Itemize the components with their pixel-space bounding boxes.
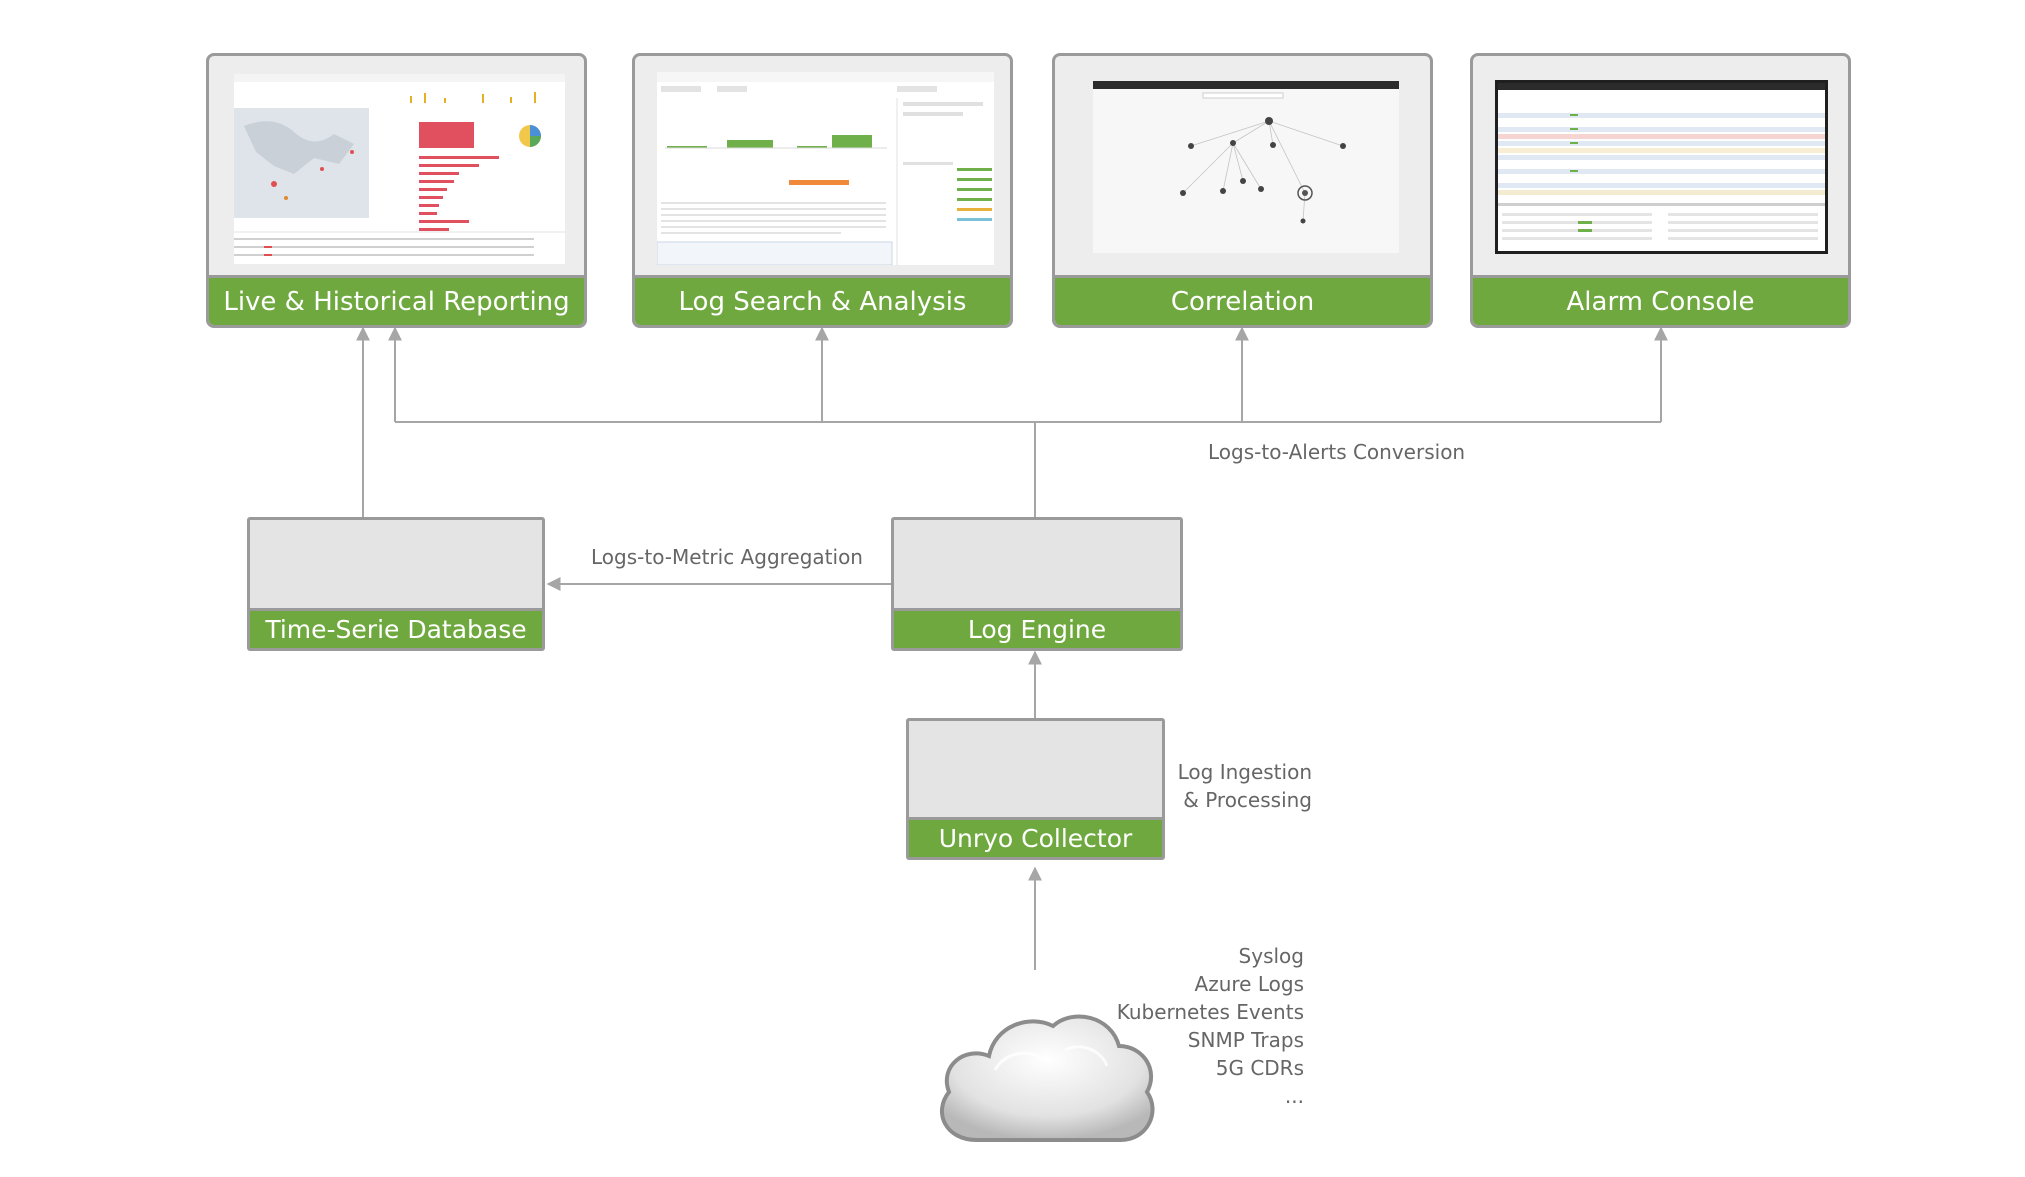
- cloud-icon: [939, 1014, 1155, 1142]
- node-time-serie-database: Time-Serie Database: [247, 517, 545, 651]
- log-engine-label: Log Engine: [894, 608, 1180, 648]
- source-list: Syslog Azure Logs Kubernetes Events SNMP…: [1060, 942, 1304, 1110]
- time-serie-database-label: Time-Serie Database: [250, 608, 542, 648]
- source-item: 5G CDRs: [1215, 1056, 1304, 1080]
- log-ingestion-label: Log Ingestion & Processing: [1150, 758, 1312, 814]
- log-search-screenshot: [657, 72, 994, 265]
- source-item: Azure Logs: [1194, 972, 1304, 996]
- correlation-screenshot: [1093, 81, 1399, 253]
- panel-reporting: Live & Historical Reporting: [206, 53, 587, 328]
- panel-alarm: Alarm Console: [1470, 53, 1851, 328]
- alarm-title: Alarm Console: [1473, 275, 1848, 325]
- log-search-title: Log Search & Analysis: [635, 275, 1010, 325]
- node-log-engine: Log Engine: [891, 517, 1183, 651]
- correlation-title: Correlation: [1055, 275, 1430, 325]
- node-unryo-collector: Unryo Collector: [906, 718, 1165, 860]
- log-ingestion-line-1: Log Ingestion: [1177, 760, 1312, 784]
- unryo-collector-label: Unryo Collector: [909, 817, 1162, 857]
- logs-to-metric-label: Logs-to-Metric Aggregation: [591, 545, 863, 569]
- reporting-screenshot: [234, 74, 565, 264]
- panel-correlation: Correlation: [1052, 53, 1433, 328]
- reporting-title: Live & Historical Reporting: [209, 275, 584, 325]
- panel-log-search: Log Search & Analysis: [632, 53, 1013, 328]
- source-item: Syslog: [1238, 944, 1304, 968]
- log-ingestion-line-2: & Processing: [1183, 788, 1312, 812]
- source-item: Kubernetes Events: [1116, 1000, 1304, 1024]
- source-item: SNMP Traps: [1187, 1028, 1304, 1052]
- source-item: ...: [1284, 1084, 1304, 1108]
- logs-to-alerts-label: Logs-to-Alerts Conversion: [1208, 440, 1466, 464]
- alarm-screenshot: [1495, 80, 1828, 254]
